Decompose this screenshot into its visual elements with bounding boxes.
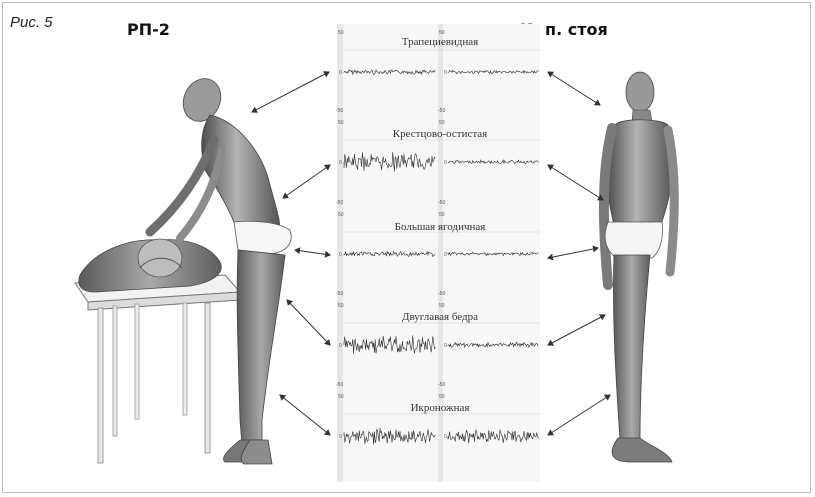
- muscle-name-label: Икроножная: [411, 402, 470, 414]
- muscle-name-label: Большая ягодичная: [395, 221, 486, 233]
- scale-bottom-label: -50: [438, 291, 445, 297]
- patient-lying-figure: [79, 239, 221, 292]
- scale-bottom-label: -50: [336, 200, 343, 206]
- scale-zero-label: 0: [339, 160, 342, 166]
- scale-zero-label: 0: [339, 70, 342, 76]
- scale-bottom-label: -50: [438, 382, 445, 388]
- scale-top-label: 50: [338, 394, 344, 400]
- scale-bottom-label: -50: [336, 108, 343, 114]
- scale-top-label: 50: [338, 30, 344, 36]
- scale-zero-label: 0: [339, 252, 342, 258]
- scale-top-label: 50: [338, 303, 344, 309]
- muscle-name-label: Трапециевидная: [402, 36, 478, 48]
- standing-model-figure: [604, 72, 674, 462]
- scale-bottom-label: -50: [438, 200, 445, 206]
- scale-top-label: 50: [439, 212, 445, 218]
- massage-table: [75, 275, 240, 463]
- scale-top-label: 50: [439, 30, 445, 36]
- scale-bottom-label: -50: [336, 291, 343, 297]
- scale-zero-label: 0: [444, 343, 447, 349]
- scale-top-label: 50: [338, 212, 344, 218]
- scale-bottom-label: -50: [336, 382, 343, 388]
- scale-zero-label: 0: [339, 434, 342, 440]
- muscle-name-label: Двуглавая бедра: [402, 311, 478, 323]
- scale-zero-label: 0: [444, 252, 447, 258]
- scale-zero-label: 0: [444, 70, 447, 76]
- scale-bottom-label: -50: [438, 108, 445, 114]
- scale-top-label: 50: [338, 120, 344, 126]
- scale-top-label: 50: [439, 120, 445, 126]
- scale-zero-label: 0: [444, 160, 447, 166]
- scale-top-label: 50: [439, 394, 445, 400]
- scale-zero-label: 0: [339, 343, 342, 349]
- scale-zero-label: 0: [444, 434, 447, 440]
- scale-top-label: 50: [439, 303, 445, 309]
- muscle-name-label: Крестцово-остистая: [393, 128, 487, 140]
